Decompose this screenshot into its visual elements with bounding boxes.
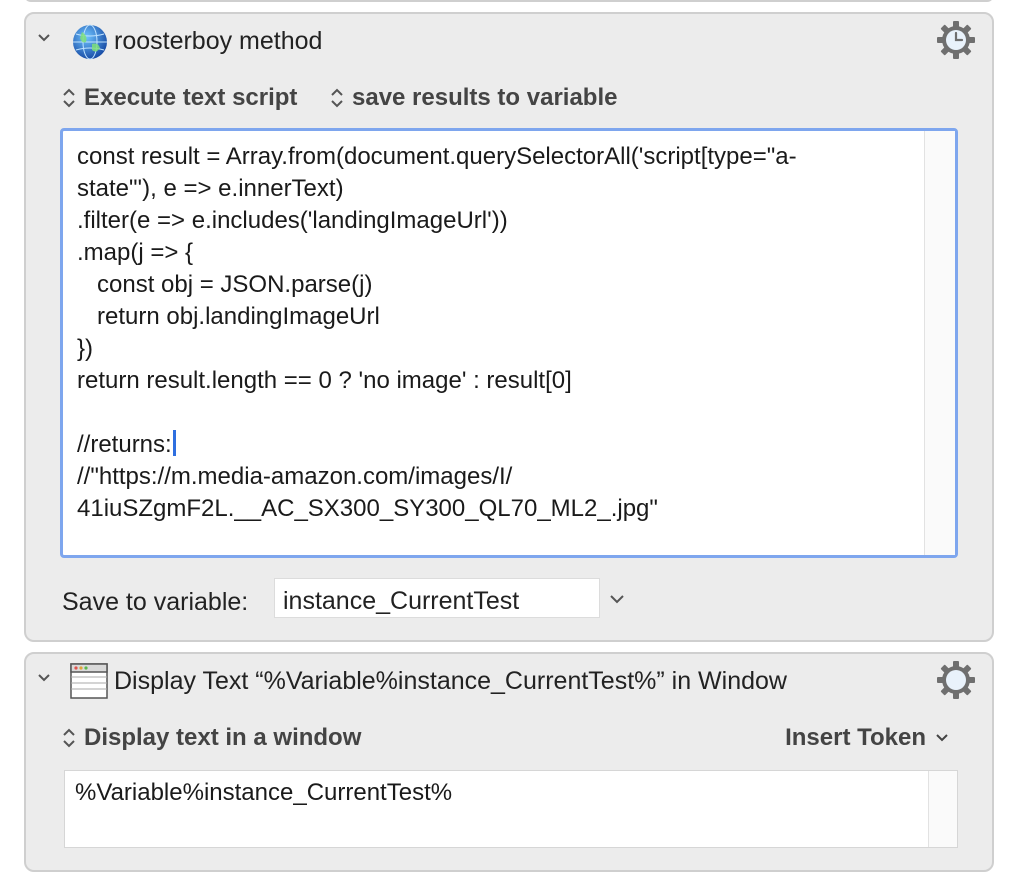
save-to-variable-label: Save to variable: bbox=[62, 588, 249, 616]
execute-option-label: Execute text script bbox=[84, 84, 298, 111]
chevron-down-icon bbox=[936, 734, 948, 742]
window-icon bbox=[70, 663, 108, 699]
script-editor[interactable]: const result = Array.from(document.query… bbox=[60, 128, 958, 558]
script-line: //returns: bbox=[77, 429, 917, 461]
action-title[interactable]: Display Text “%Variable%instance_Current… bbox=[114, 667, 787, 695]
script-text[interactable]: const result = Array.from(document.query… bbox=[77, 141, 917, 525]
action-header: Display Text “%Variable%instance_Current… bbox=[26, 654, 992, 712]
insert-token-label: Insert Token bbox=[785, 724, 926, 751]
previous-action-panel bbox=[24, 0, 994, 2]
result-option-label: save results to variable bbox=[352, 84, 618, 111]
display-text-field[interactable]: %Variable%instance_CurrentTest% bbox=[64, 770, 958, 848]
disclosure-chevron-icon[interactable] bbox=[36, 670, 52, 686]
script-line: const result = Array.from(document.query… bbox=[77, 143, 797, 170]
updown-chevron-icon bbox=[331, 88, 343, 108]
script-line: const obj = JSON.parse(j) bbox=[77, 271, 373, 298]
result-option-popup[interactable]: save results to variable bbox=[330, 84, 617, 112]
action-display-text[interactable]: Display Text “%Variable%instance_Current… bbox=[24, 652, 994, 872]
display-option-popup[interactable]: Display text in a window bbox=[62, 724, 361, 752]
insert-token-menu[interactable]: Insert Token bbox=[785, 724, 950, 752]
vertical-scrollbar[interactable] bbox=[928, 771, 957, 847]
globe-icon bbox=[73, 24, 107, 60]
disclosure-chevron-icon[interactable] bbox=[36, 30, 52, 46]
action-header: roosterboy method bbox=[26, 14, 992, 72]
display-text-content[interactable]: %Variable%instance_CurrentTest% bbox=[75, 779, 453, 806]
script-line: return result.length == 0 ? 'no image' :… bbox=[77, 367, 572, 394]
script-line: }) bbox=[77, 335, 94, 362]
gear-icon[interactable] bbox=[936, 660, 976, 700]
execute-option-popup[interactable]: Execute text script bbox=[62, 84, 297, 112]
vertical-scrollbar[interactable] bbox=[924, 131, 955, 555]
gear-clock-icon[interactable] bbox=[936, 20, 976, 60]
action-title[interactable]: roosterboy method bbox=[114, 27, 323, 55]
script-line: .filter(e => e.includes('landingImageUrl… bbox=[77, 207, 508, 234]
updown-chevron-icon bbox=[63, 88, 75, 108]
variable-dropdown-chevron-icon[interactable] bbox=[608, 592, 626, 606]
text-caret bbox=[172, 430, 176, 456]
script-line: 41iuSZgmF2L.__AC_SX300_SY300_QL70_ML2_.j… bbox=[77, 495, 658, 522]
script-line: state"'), e => e.innerText) bbox=[77, 175, 344, 202]
variable-name-field[interactable]: instance_CurrentTest bbox=[274, 578, 600, 618]
action-roosterboy-method[interactable]: roosterboy method Execute text script bbox=[24, 12, 994, 642]
updown-chevron-icon bbox=[63, 728, 75, 748]
display-option-label: Display text in a window bbox=[84, 724, 362, 751]
script-line: .map(j => { bbox=[77, 239, 194, 266]
script-line: //"https://m.media-amazon.com/images/I/ bbox=[77, 463, 513, 490]
script-line bbox=[77, 397, 917, 429]
script-line: return obj.landingImageUrl bbox=[77, 303, 380, 330]
